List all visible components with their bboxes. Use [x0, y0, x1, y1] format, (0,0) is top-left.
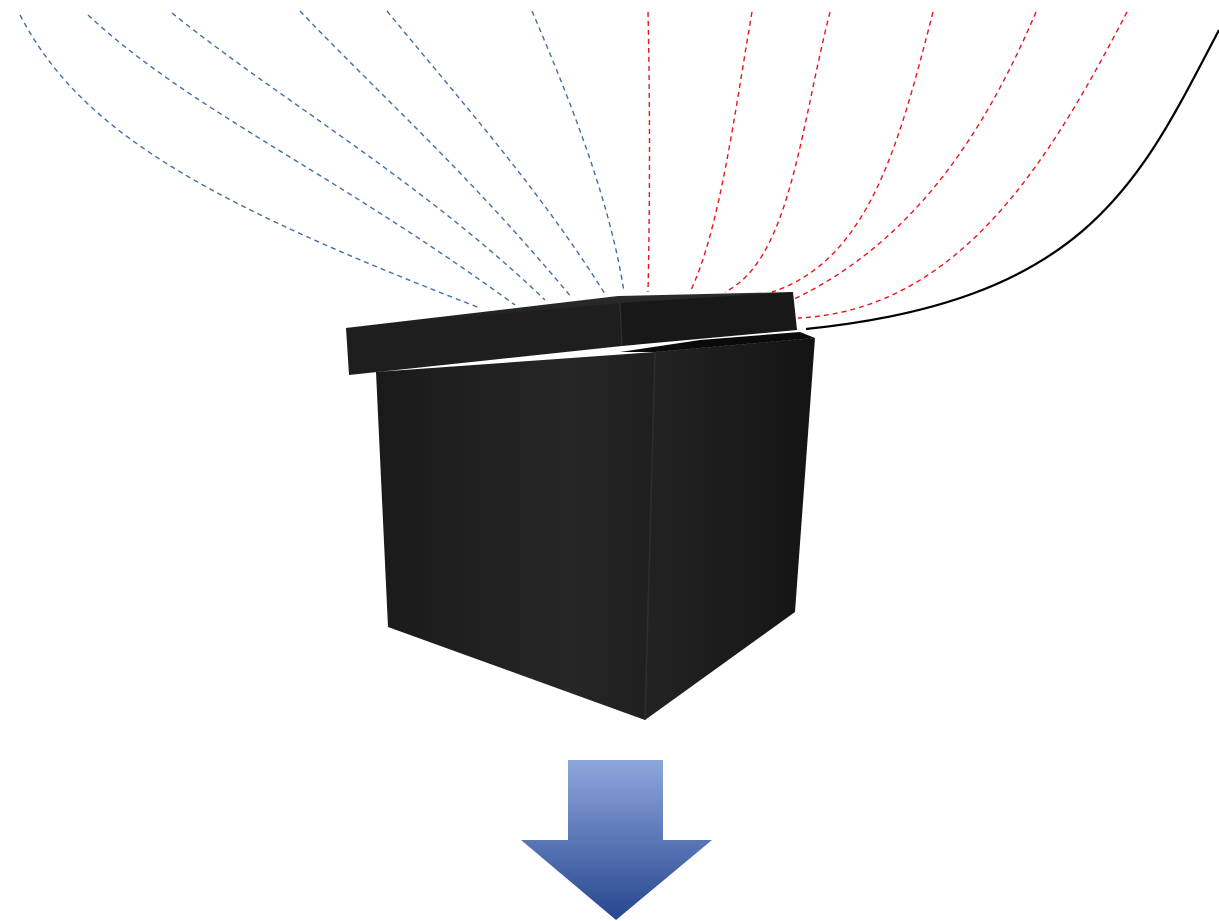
- black-solid-line: [806, 30, 1219, 329]
- red-dashed-line-1: [648, 12, 650, 292]
- blue-dashed-line-6: [532, 11, 624, 292]
- box-front-face: [376, 352, 655, 720]
- red-dashed-line-6: [798, 12, 1127, 318]
- blue-dashed-line-3: [172, 13, 545, 300]
- red-dashed-line-4: [772, 12, 933, 292]
- down-arrow-icon: [521, 760, 712, 920]
- red-dashed-lines: [648, 12, 1127, 318]
- blue-dashed-lines: [20, 11, 624, 308]
- blue-dashed-line-4: [300, 11, 572, 298]
- blue-dashed-line-1: [20, 15, 480, 308]
- red-dashed-line-5: [792, 12, 1036, 300]
- red-dashed-line-2: [690, 12, 752, 292]
- blue-dashed-line-2: [88, 15, 515, 305]
- blue-dashed-line-5: [387, 11, 605, 294]
- black-box: [346, 292, 815, 720]
- red-dashed-line-3: [725, 12, 830, 292]
- box-side-face: [645, 338, 815, 720]
